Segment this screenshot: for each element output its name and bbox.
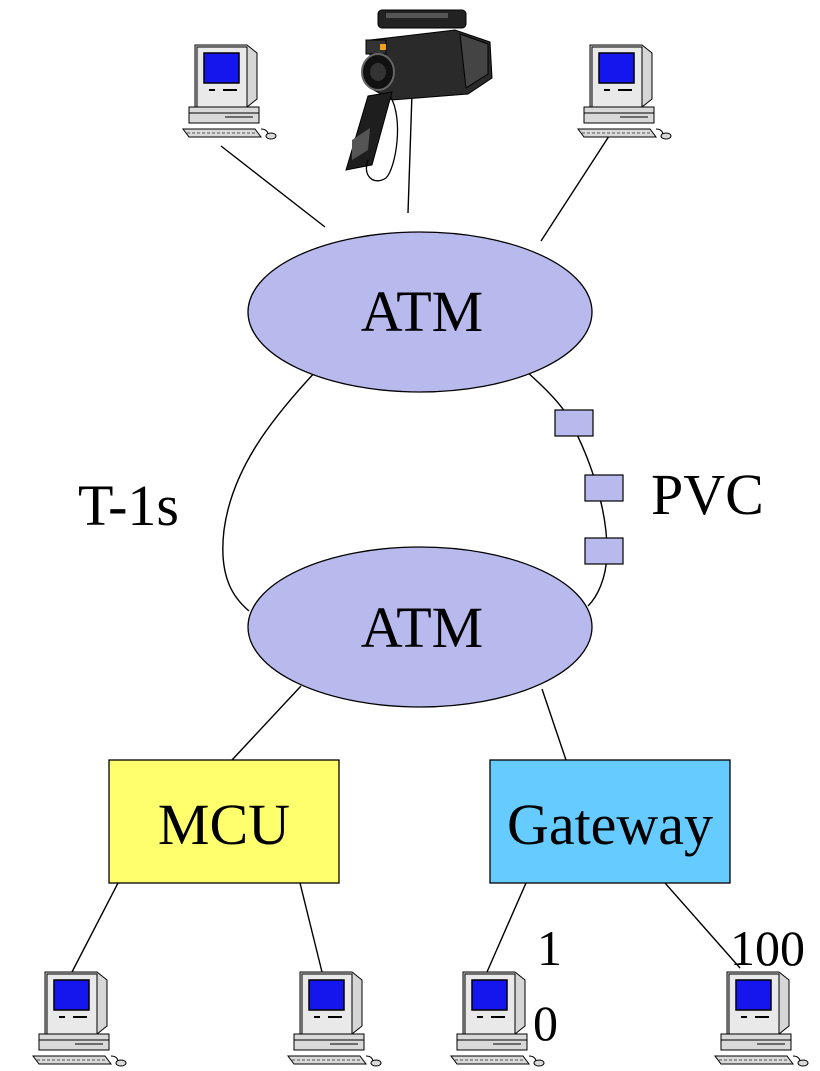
computer-icon bbox=[577, 44, 672, 140]
link-mcu bbox=[231, 685, 302, 761]
computer-icon bbox=[287, 971, 382, 1067]
link-t1s bbox=[222, 368, 319, 612]
pvc-cell bbox=[584, 474, 624, 502]
computer-icon bbox=[32, 971, 127, 1067]
link-mcu-pc1 bbox=[71, 882, 119, 973]
port-label-hundred: 100 bbox=[730, 920, 805, 976]
t1s-label: T-1s bbox=[78, 473, 179, 538]
atm-cloud-top bbox=[247, 231, 593, 393]
port-label-zero: 0 bbox=[533, 995, 558, 1051]
link-topleft-pc bbox=[220, 145, 326, 228]
link-gateway-pc1 bbox=[486, 882, 527, 973]
pvc-label: PVC bbox=[651, 462, 764, 527]
atm-cloud-bottom bbox=[247, 546, 593, 708]
video-camera-icon bbox=[345, 9, 493, 182]
gateway-label: Gateway bbox=[507, 792, 713, 857]
link-gateway bbox=[541, 688, 567, 761]
mcu-label: MCU bbox=[158, 792, 290, 857]
link-mcu-pc2 bbox=[299, 882, 323, 973]
mcu-box bbox=[108, 759, 340, 884]
link-topright-pc bbox=[540, 129, 614, 242]
port-label-one: 1 bbox=[537, 920, 562, 976]
pvc-cell bbox=[584, 537, 624, 565]
gateway-box bbox=[489, 759, 731, 884]
pvc-cell bbox=[554, 409, 594, 437]
link-gateway-pc2 bbox=[664, 882, 741, 969]
computer-icon bbox=[182, 44, 277, 140]
atm-top-label: ATM bbox=[361, 279, 483, 344]
atm-bottom-label: ATM bbox=[361, 595, 483, 660]
computer-icon bbox=[450, 971, 545, 1067]
link-camera bbox=[407, 92, 413, 214]
computer-icon bbox=[714, 971, 809, 1067]
